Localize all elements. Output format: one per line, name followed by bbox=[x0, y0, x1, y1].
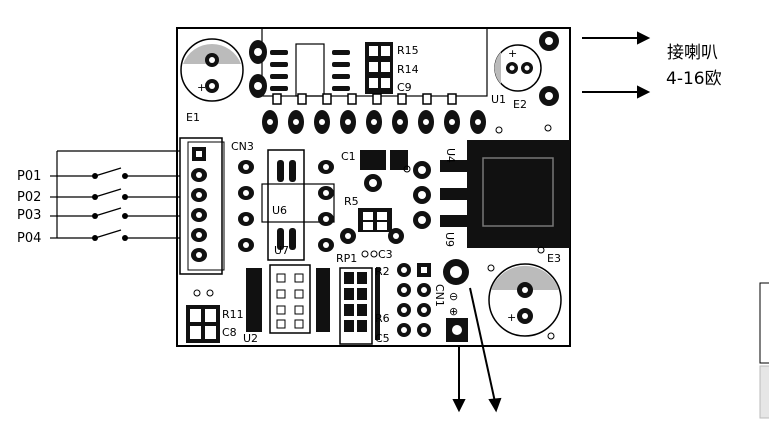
u2-label: U2 bbox=[243, 332, 258, 345]
input-p03: P03 bbox=[17, 208, 41, 223]
u9-label: U9 bbox=[443, 232, 456, 247]
rp1-label: RP1 bbox=[336, 252, 357, 265]
input-p01: P01 bbox=[17, 169, 41, 184]
u6-label: U6 bbox=[272, 204, 287, 217]
cn3-label: CN3 bbox=[231, 140, 254, 153]
pad-column-u6-right bbox=[318, 160, 334, 252]
c3-label: C3 bbox=[378, 248, 393, 261]
input-p02: P02 bbox=[17, 190, 41, 205]
speaker-label-line2: 4-16欧 bbox=[666, 69, 722, 89]
e2-label: E2 bbox=[513, 98, 527, 111]
c9-label: C9 bbox=[397, 81, 412, 94]
header-pad-row bbox=[262, 110, 486, 134]
r15-label: R15 bbox=[397, 44, 419, 57]
r5-label: R5 bbox=[344, 195, 359, 208]
speaker-arrows bbox=[582, 31, 651, 99]
c1-pad bbox=[360, 150, 386, 170]
r2-r6-pads bbox=[397, 263, 431, 337]
e1-plus-label: + bbox=[197, 81, 206, 94]
r6-label: R6 bbox=[375, 312, 390, 325]
top-pin-row bbox=[272, 93, 457, 105]
u2-ic-outline bbox=[269, 264, 311, 334]
c8-label: C8 bbox=[222, 326, 237, 339]
e3-label: E3 bbox=[547, 252, 561, 265]
cn3-pins bbox=[191, 147, 207, 262]
cn1-label: CN1 bbox=[433, 284, 446, 307]
c1-label: C1 bbox=[341, 150, 356, 163]
r2-label: R2 bbox=[375, 265, 390, 278]
r14-label: R14 bbox=[397, 63, 419, 76]
u4-label: U4 bbox=[444, 148, 457, 163]
c5-label: C5 bbox=[375, 332, 390, 345]
e2-plus-label: + bbox=[508, 47, 517, 60]
e1-label: E1 bbox=[186, 111, 200, 124]
input-p04: P04 bbox=[17, 231, 41, 246]
cropped-edge-fragment bbox=[759, 282, 769, 364]
plus-symbol: ⊕ bbox=[449, 305, 458, 318]
cn3-connector bbox=[179, 137, 223, 275]
e3-plus-label: + bbox=[507, 311, 516, 324]
u7-label: U7 bbox=[274, 244, 289, 257]
pad-column-left bbox=[238, 160, 254, 252]
power-arrows bbox=[452, 287, 502, 413]
switch-wiring bbox=[50, 150, 180, 239]
u6-u7-outline bbox=[267, 149, 305, 261]
r11-label: R11 bbox=[222, 308, 244, 321]
minus-symbol: ⊖ bbox=[449, 290, 458, 303]
speaker-label-line1: 接喇叭 bbox=[667, 43, 718, 63]
u1-label: U1 bbox=[491, 93, 506, 106]
top-ic-outline bbox=[295, 43, 325, 97]
